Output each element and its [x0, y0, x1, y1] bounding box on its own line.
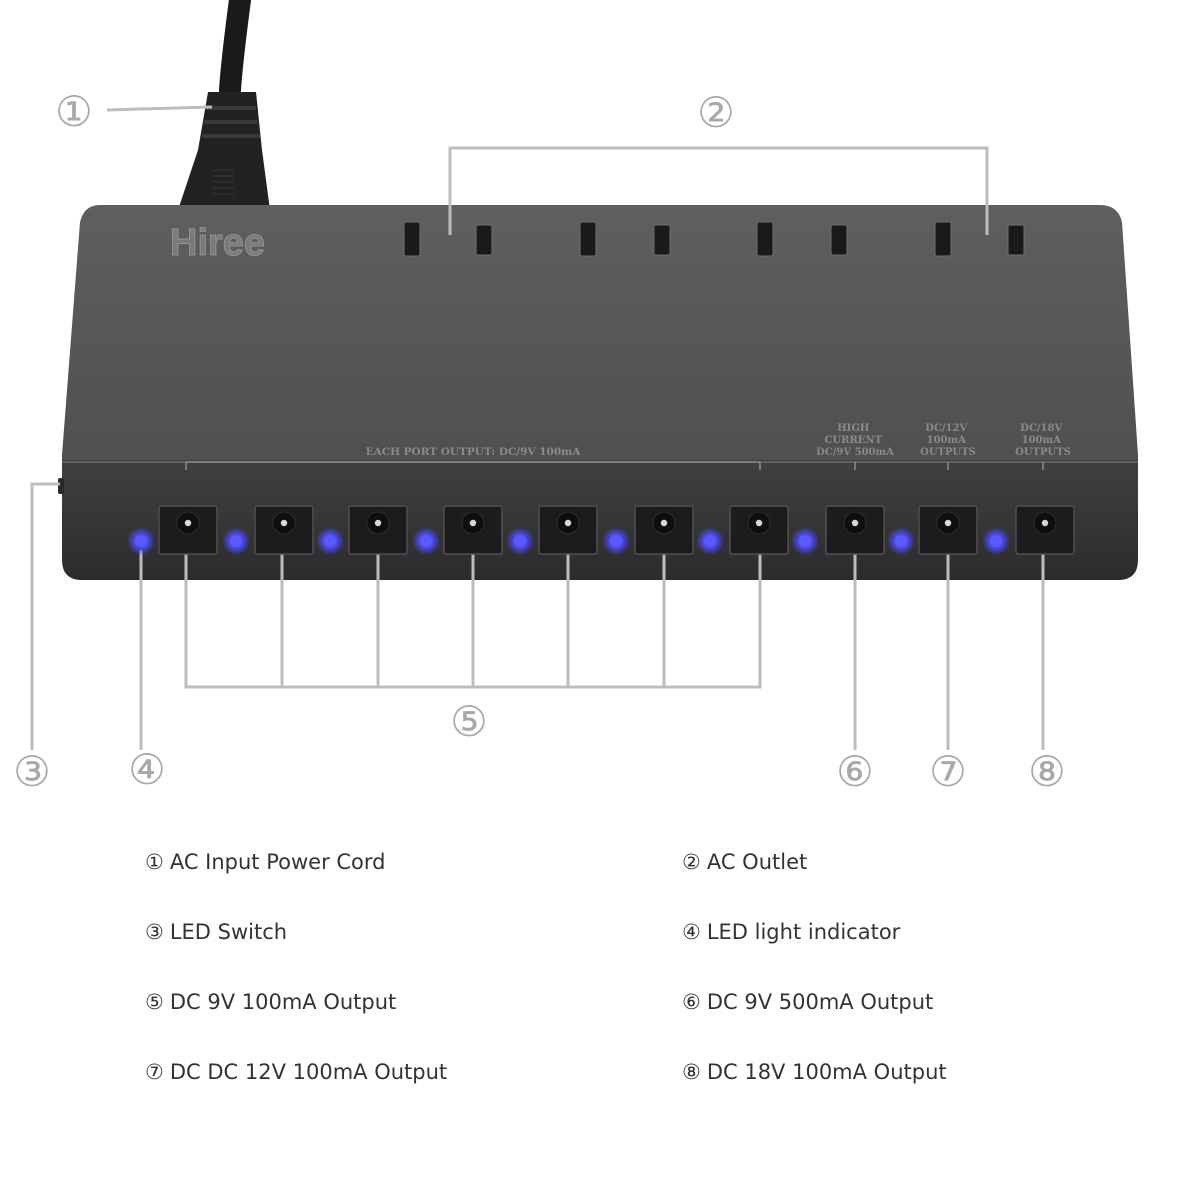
dc-jack-5 — [538, 505, 598, 555]
power-cord — [178, 0, 270, 210]
outlet-slot — [756, 221, 774, 257]
led-2 — [222, 527, 250, 555]
dc18-line-2: 100mA — [1022, 435, 1061, 446]
dc12-line-1: DC/12V — [925, 423, 967, 434]
led-indicators — [127, 527, 1010, 555]
callout-8: ⑧ — [1028, 747, 1066, 796]
dc-jack-10 — [1015, 505, 1075, 555]
dc-jack-8 — [825, 505, 885, 555]
led-switch — [58, 478, 64, 494]
callout-4: ④ — [128, 745, 166, 794]
dc12-line-2: 100mA — [927, 435, 966, 446]
callout-3: ③ — [13, 747, 51, 796]
callout-lines — [30, 105, 1045, 750]
led-5 — [506, 527, 534, 555]
brand-logo: Hiree — [170, 222, 265, 264]
led-7 — [696, 527, 724, 555]
callout-5: ⑤ — [450, 697, 488, 746]
dc-jack-6 — [634, 505, 694, 555]
dc-jack-2 — [254, 505, 314, 555]
dc-jack-4 — [443, 505, 503, 555]
led-1 — [127, 527, 155, 555]
dc18-line-1: DC/18V — [1020, 423, 1062, 434]
high-current-line-2: CURRENT — [825, 435, 883, 446]
dc18-line-3: OUTPUTS — [1015, 447, 1071, 458]
led-3 — [316, 527, 344, 555]
callout-2: ② — [697, 88, 735, 137]
outlet-slot — [934, 221, 952, 257]
led-9 — [887, 527, 915, 555]
ac-outlets — [403, 221, 1025, 257]
ac-outlet-4 — [934, 221, 1025, 257]
outlet-slot — [653, 224, 671, 256]
each-port-label: EACH PORT OUTPUT: DC/9V 100mA — [366, 446, 582, 458]
outlet-slot — [830, 224, 848, 256]
high-current-line-3: DC/9V 500mA — [816, 447, 894, 458]
dc-jack-3 — [348, 505, 408, 555]
outlet-slot — [403, 221, 421, 257]
dc-jack-1 — [158, 505, 218, 555]
high-current-line-1: HIGH — [837, 423, 869, 434]
outlet-slot — [1007, 224, 1025, 256]
ac-outlet-3 — [756, 221, 848, 257]
callout-1: ① — [55, 87, 93, 136]
high-current-label: HIGH CURRENT DC/9V 500mA — [816, 423, 894, 458]
led-10 — [982, 527, 1010, 555]
callout-6: ⑥ — [836, 747, 874, 796]
each-port-bracket — [185, 461, 1044, 470]
ac-outlet-2 — [579, 221, 671, 257]
led-4 — [412, 527, 440, 555]
dc-jack-9 — [918, 505, 978, 555]
led-8 — [791, 527, 819, 555]
callout-7: ⑦ — [929, 747, 967, 796]
dc18-label: DC/18V 100mA OUTPUTS — [1015, 423, 1071, 458]
dc12-line-3: OUTPUTS — [920, 447, 976, 458]
dc-jack-7 — [729, 505, 789, 555]
dc12-label: DC/12V 100mA OUTPUTS — [920, 423, 976, 458]
led-6 — [602, 527, 630, 555]
outlet-slot — [475, 224, 493, 256]
dc-output-jacks — [158, 505, 1075, 555]
ac-outlet-1 — [403, 221, 493, 257]
outlet-slot — [579, 221, 597, 257]
